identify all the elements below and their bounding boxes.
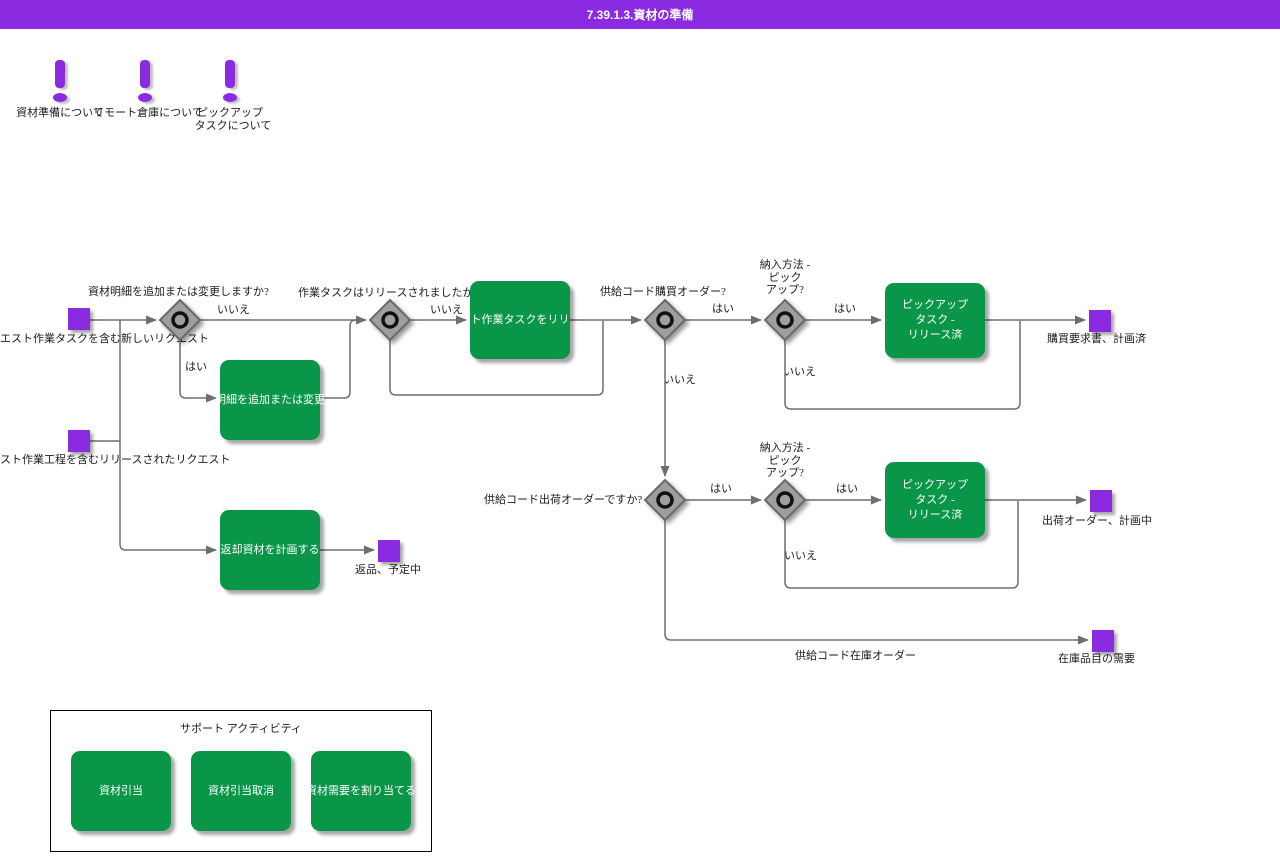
end-event-inventory-demand[interactable] <box>1092 630 1114 652</box>
gateway-ship-order[interactable] <box>643 478 687 522</box>
task-release-work-task[interactable]: ト作業タスクをリリ <box>470 281 570 359</box>
task-label: ピックアップ <box>902 299 968 311</box>
task-add-change-detail[interactable]: 明細を追加または変更 <box>215 360 325 440</box>
task-pickup-released-bottom[interactable]: ピックアップ タスク - リリース済 <box>885 462 985 538</box>
task-label: 資材引当取消 <box>208 784 274 797</box>
task-label: 明細を追加または変更 <box>215 393 325 406</box>
exclamation-bar-icon <box>225 60 235 88</box>
gateway-question-pickup-top: 納入方法 - ピック アップ? <box>760 259 810 297</box>
connector <box>179 340 217 403</box>
exclamation-dot-icon <box>223 93 237 102</box>
task-label: リリース済 <box>907 329 963 341</box>
gateway-pickup-bottom[interactable] <box>763 478 807 522</box>
gateway-question-line: 納入方法 - <box>759 442 811 454</box>
support-activities-container: サポート アクティビティ 資材引当 資材引当取消 資材需要を割り当てる <box>50 710 432 852</box>
gateway-question-task-released: 作業タスクはリリースされましたか? <box>298 287 479 299</box>
edge-label-yes: はい <box>712 303 734 315</box>
task-label: タスク - <box>915 493 955 506</box>
gateway-add-or-change[interactable] <box>158 298 202 342</box>
gateway-question-ship-order: 供給コード出荷オーダーですか? <box>484 494 643 506</box>
support-task-material-allocation[interactable]: 資材引当 <box>71 751 171 831</box>
exclamation-dot-icon <box>138 93 152 102</box>
support-activities-title: サポート アクティビティ <box>180 723 302 735</box>
connector <box>784 321 1021 410</box>
edge-label-yes: はい <box>834 303 856 315</box>
start-event-released-request[interactable] <box>68 430 90 452</box>
diagram-title: 7.39.1.3.資材の準備 <box>586 8 694 22</box>
gateway-question-pickup-bottom: 納入方法 - ピック アップ? <box>760 442 810 480</box>
support-task-cancel-allocation[interactable]: 資材引当取消 <box>191 751 291 831</box>
edge-label-yes: はい <box>185 361 207 373</box>
edge-label-yes: はい <box>710 483 732 495</box>
gateway-question-line: 納入方法 - <box>759 259 811 271</box>
task-label: ト作業タスクをリリ <box>470 313 570 326</box>
edge-label-inventory-order: 供給コード在庫オーダー <box>795 650 916 662</box>
gateway-task-released[interactable] <box>368 298 412 342</box>
connector <box>320 319 357 399</box>
start-event-label-new-request: エスト作業タスクを含む新しいリクエスト <box>0 333 209 345</box>
edge-label-no: いいえ <box>783 366 816 378</box>
annotation-label-pickup-task-line2: タスクについて <box>194 120 272 132</box>
task-label: 返却資材を計画する <box>220 543 320 556</box>
task-plan-return-material[interactable]: 返却資材を計画する <box>220 510 320 590</box>
annotation-label-remote-warehouse: リモート倉庫について <box>93 107 203 119</box>
edge-label-yes: はい <box>836 483 858 495</box>
connector <box>664 520 1089 645</box>
task-label: 資材引当 <box>99 784 143 797</box>
connector <box>389 321 604 396</box>
end-event-label-inventory-demand: 在庫品目の需要 <box>1058 653 1135 665</box>
diagram-title-bar: 7.39.1.3.資材の準備 <box>0 0 1280 29</box>
start-event-label-released-request: スト作業工程を含むリリースされたリクエスト <box>0 454 231 466</box>
task-label: タスク - <box>915 314 955 326</box>
exclamation-bar-icon <box>140 60 150 88</box>
edge-label-no: いいえ <box>663 374 696 386</box>
end-event-shipment-order[interactable] <box>1090 490 1112 512</box>
gateway-question-line: アップ? <box>766 284 804 296</box>
gateway-question-line: アップ? <box>766 467 804 479</box>
task-label: 資材需要を割り当てる <box>306 784 416 797</box>
gateway-pickup-top[interactable] <box>763 298 807 342</box>
gateway-question-add-or-change: 資材明細を追加または変更しますか? <box>88 286 269 298</box>
gateway-question-line: ピック <box>768 454 802 467</box>
annotation-label-material-prep: 資材準備について <box>16 107 104 119</box>
end-event-label-purchase-requisition: 購買要求書、計画済 <box>1047 333 1146 345</box>
gateway-purchase-order[interactable] <box>643 298 687 342</box>
annotation-label-pickup-task-line1: ピックアップ <box>197 107 263 119</box>
gateway-question-line: ピック <box>768 271 802 284</box>
gateway-question-purchase-order: 供給コード購買オーダー? <box>600 286 726 298</box>
end-event-label-return: 返品、予定中 <box>355 564 421 576</box>
exclamation-dot-icon <box>53 93 67 102</box>
connector <box>119 320 217 555</box>
edge-label-no: いいえ <box>217 304 250 316</box>
start-event-new-request[interactable] <box>68 308 90 330</box>
end-event-purchase-requisition[interactable] <box>1089 310 1111 332</box>
task-label: リリース済 <box>907 508 963 521</box>
end-event-label-shipment-order: 出荷オーダー、計画中 <box>1042 515 1152 527</box>
task-pickup-released-top[interactable]: ピックアップ タスク - リリース済 <box>885 283 985 358</box>
edge-label-no: いいえ <box>784 550 817 562</box>
support-task-assign-demand[interactable]: 資材需要を割り当てる <box>306 751 416 831</box>
task-label: ピックアップ <box>902 478 968 491</box>
end-event-return-planned[interactable] <box>378 540 400 562</box>
connector <box>784 501 1019 589</box>
exclamation-bar-icon <box>55 60 65 88</box>
edge-label-no: いいえ <box>430 304 463 316</box>
